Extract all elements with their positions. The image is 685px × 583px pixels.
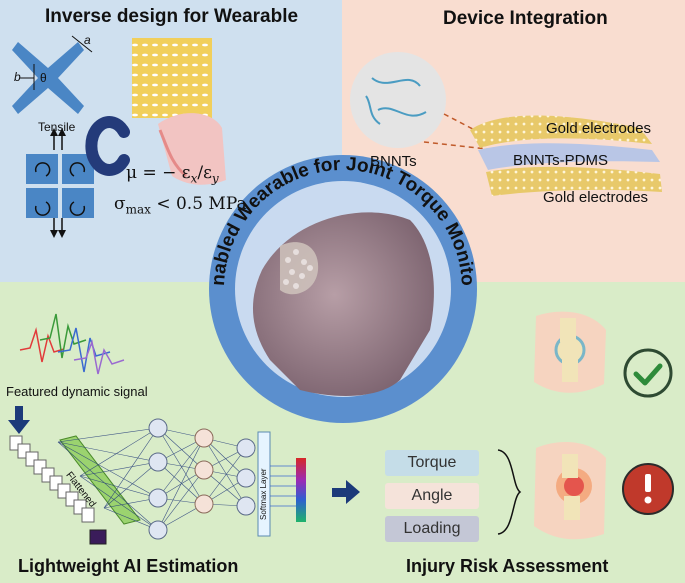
poisson-divider: /ε (197, 163, 212, 183)
poisson-sub-y: y (211, 171, 219, 186)
checkmark-icon (623, 348, 673, 398)
angle-theta-label: θ (40, 71, 47, 85)
dimension-b-label: b (14, 70, 21, 84)
output-angle: Angle (385, 483, 479, 509)
layer-stack-icon (470, 115, 662, 196)
poisson-sub-x: x (190, 171, 198, 186)
bracket-icon (497, 449, 522, 535)
bnnts-label: BNNTs (370, 153, 417, 170)
output-torque: Torque (385, 450, 479, 476)
tensile-arrows-icon (50, 128, 66, 238)
device-integration-title: Device Integration (443, 8, 608, 29)
bnnts-pdms-label: BNNTs-PDMS (513, 152, 609, 169)
inverse-design-title: Inverse design for Wearable (45, 6, 299, 27)
warning-icon (622, 463, 674, 515)
dimension-a-label: a (84, 33, 91, 47)
down-arrow-icon (8, 406, 30, 434)
tensile-label: Tensile (38, 120, 76, 134)
stress-sub: max (125, 202, 151, 217)
unit-cell-icon (12, 35, 93, 114)
gold-electrodes-bottom-label: Gold electrodes (543, 189, 649, 206)
right-arrow-icon (332, 480, 360, 504)
dashed-connector (423, 113, 497, 151)
rotating-cell-icon (26, 154, 94, 218)
stress-suffix: < 0.5 MPa (150, 194, 247, 214)
stress-equation: σmax < 0.5 MPa (114, 194, 247, 216)
signal-waveform-icon (19, 313, 125, 375)
c-curve-icon (85, 116, 130, 176)
stress-prefix: σ (114, 194, 126, 214)
neural-network-icon (57, 418, 306, 540)
lattice-pattern-icon (132, 38, 212, 118)
risk-assessment-title: Injury Risk Assessment (406, 556, 609, 576)
gold-electrodes-top-label: Gold electrodes (546, 120, 652, 137)
center-emblem (209, 155, 477, 423)
output-loading: Loading (385, 516, 479, 542)
poisson-equation: μ = − εx/εy (126, 163, 219, 185)
bnnts-icon (350, 52, 446, 148)
softmax-label: Softmax Layer (259, 468, 268, 520)
poisson-equation-prefix: μ = − ε (126, 163, 191, 183)
knee-healthy-icon (534, 311, 606, 393)
flattened-stack-icon (9, 435, 141, 545)
knee-sensor-icon (158, 113, 226, 185)
ai-estimation-title: Lightweight AI Estimation (18, 556, 239, 576)
knee-injured-icon (534, 442, 606, 540)
signal-label: Featured dynamic signal (6, 384, 148, 399)
